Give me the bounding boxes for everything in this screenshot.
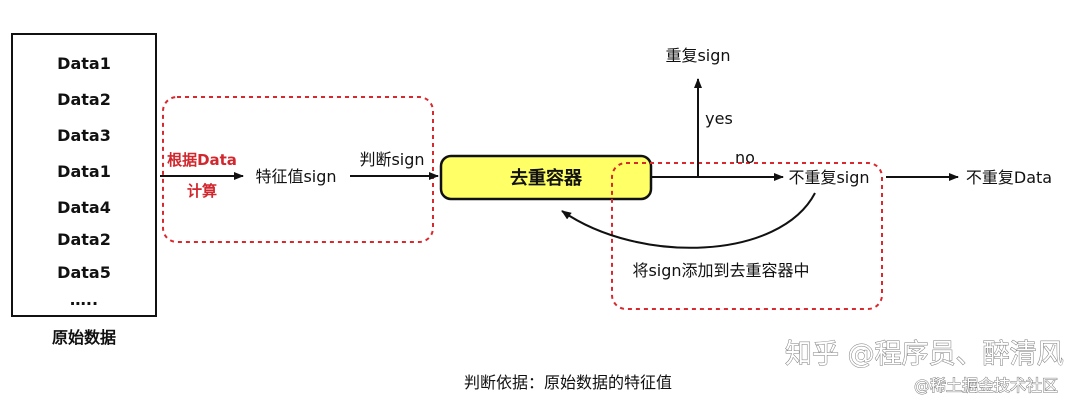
source-data-list: Data1 Data2 Data3 Data1 Data4 Data2 Data…	[57, 54, 111, 309]
judge-sign-label: 判断sign	[359, 150, 424, 169]
source-data-item: Data5	[57, 263, 111, 282]
compute-label-line1: 根据Data	[167, 151, 237, 169]
source-data-item: Data2	[57, 90, 111, 109]
add-to-container-label: 将sign添加到去重容器中	[632, 261, 809, 280]
dedup-container-box	[439, 154, 653, 201]
watermark-juejin: @稀土掘金技术社区	[914, 376, 1058, 395]
source-data-item: Data3	[57, 126, 111, 145]
watermark-zhihu: 知乎 @程序员、醉清风	[785, 339, 1064, 370]
feature-sign-label: 特征值sign	[255, 167, 336, 186]
yes-label: yes	[705, 109, 733, 128]
add-to-container-arrow	[561, 192, 816, 249]
source-data-item: Data4	[57, 198, 111, 217]
nondup-sign-label: 不重复sign	[788, 168, 869, 187]
compute-label-line2: 计算	[187, 182, 217, 200]
no-label: no	[735, 148, 755, 167]
nondup-data-label: 不重复Data	[966, 168, 1052, 187]
duplicate-sign-label: 重复sign	[665, 46, 730, 65]
nondup-add-region	[611, 162, 883, 310]
source-data-caption: 原始数据	[52, 328, 116, 347]
source-data-item: Data2	[57, 230, 111, 249]
feature-compute-region	[162, 96, 434, 243]
source-data-item: Data1	[57, 54, 111, 73]
basis-caption: 判断依据：原始数据的特征值	[464, 373, 672, 392]
dedup-container-label: 去重容器	[510, 167, 583, 189]
source-data-box	[11, 33, 157, 317]
source-data-item: …..	[70, 290, 98, 309]
source-data-item: Data1	[57, 162, 111, 181]
